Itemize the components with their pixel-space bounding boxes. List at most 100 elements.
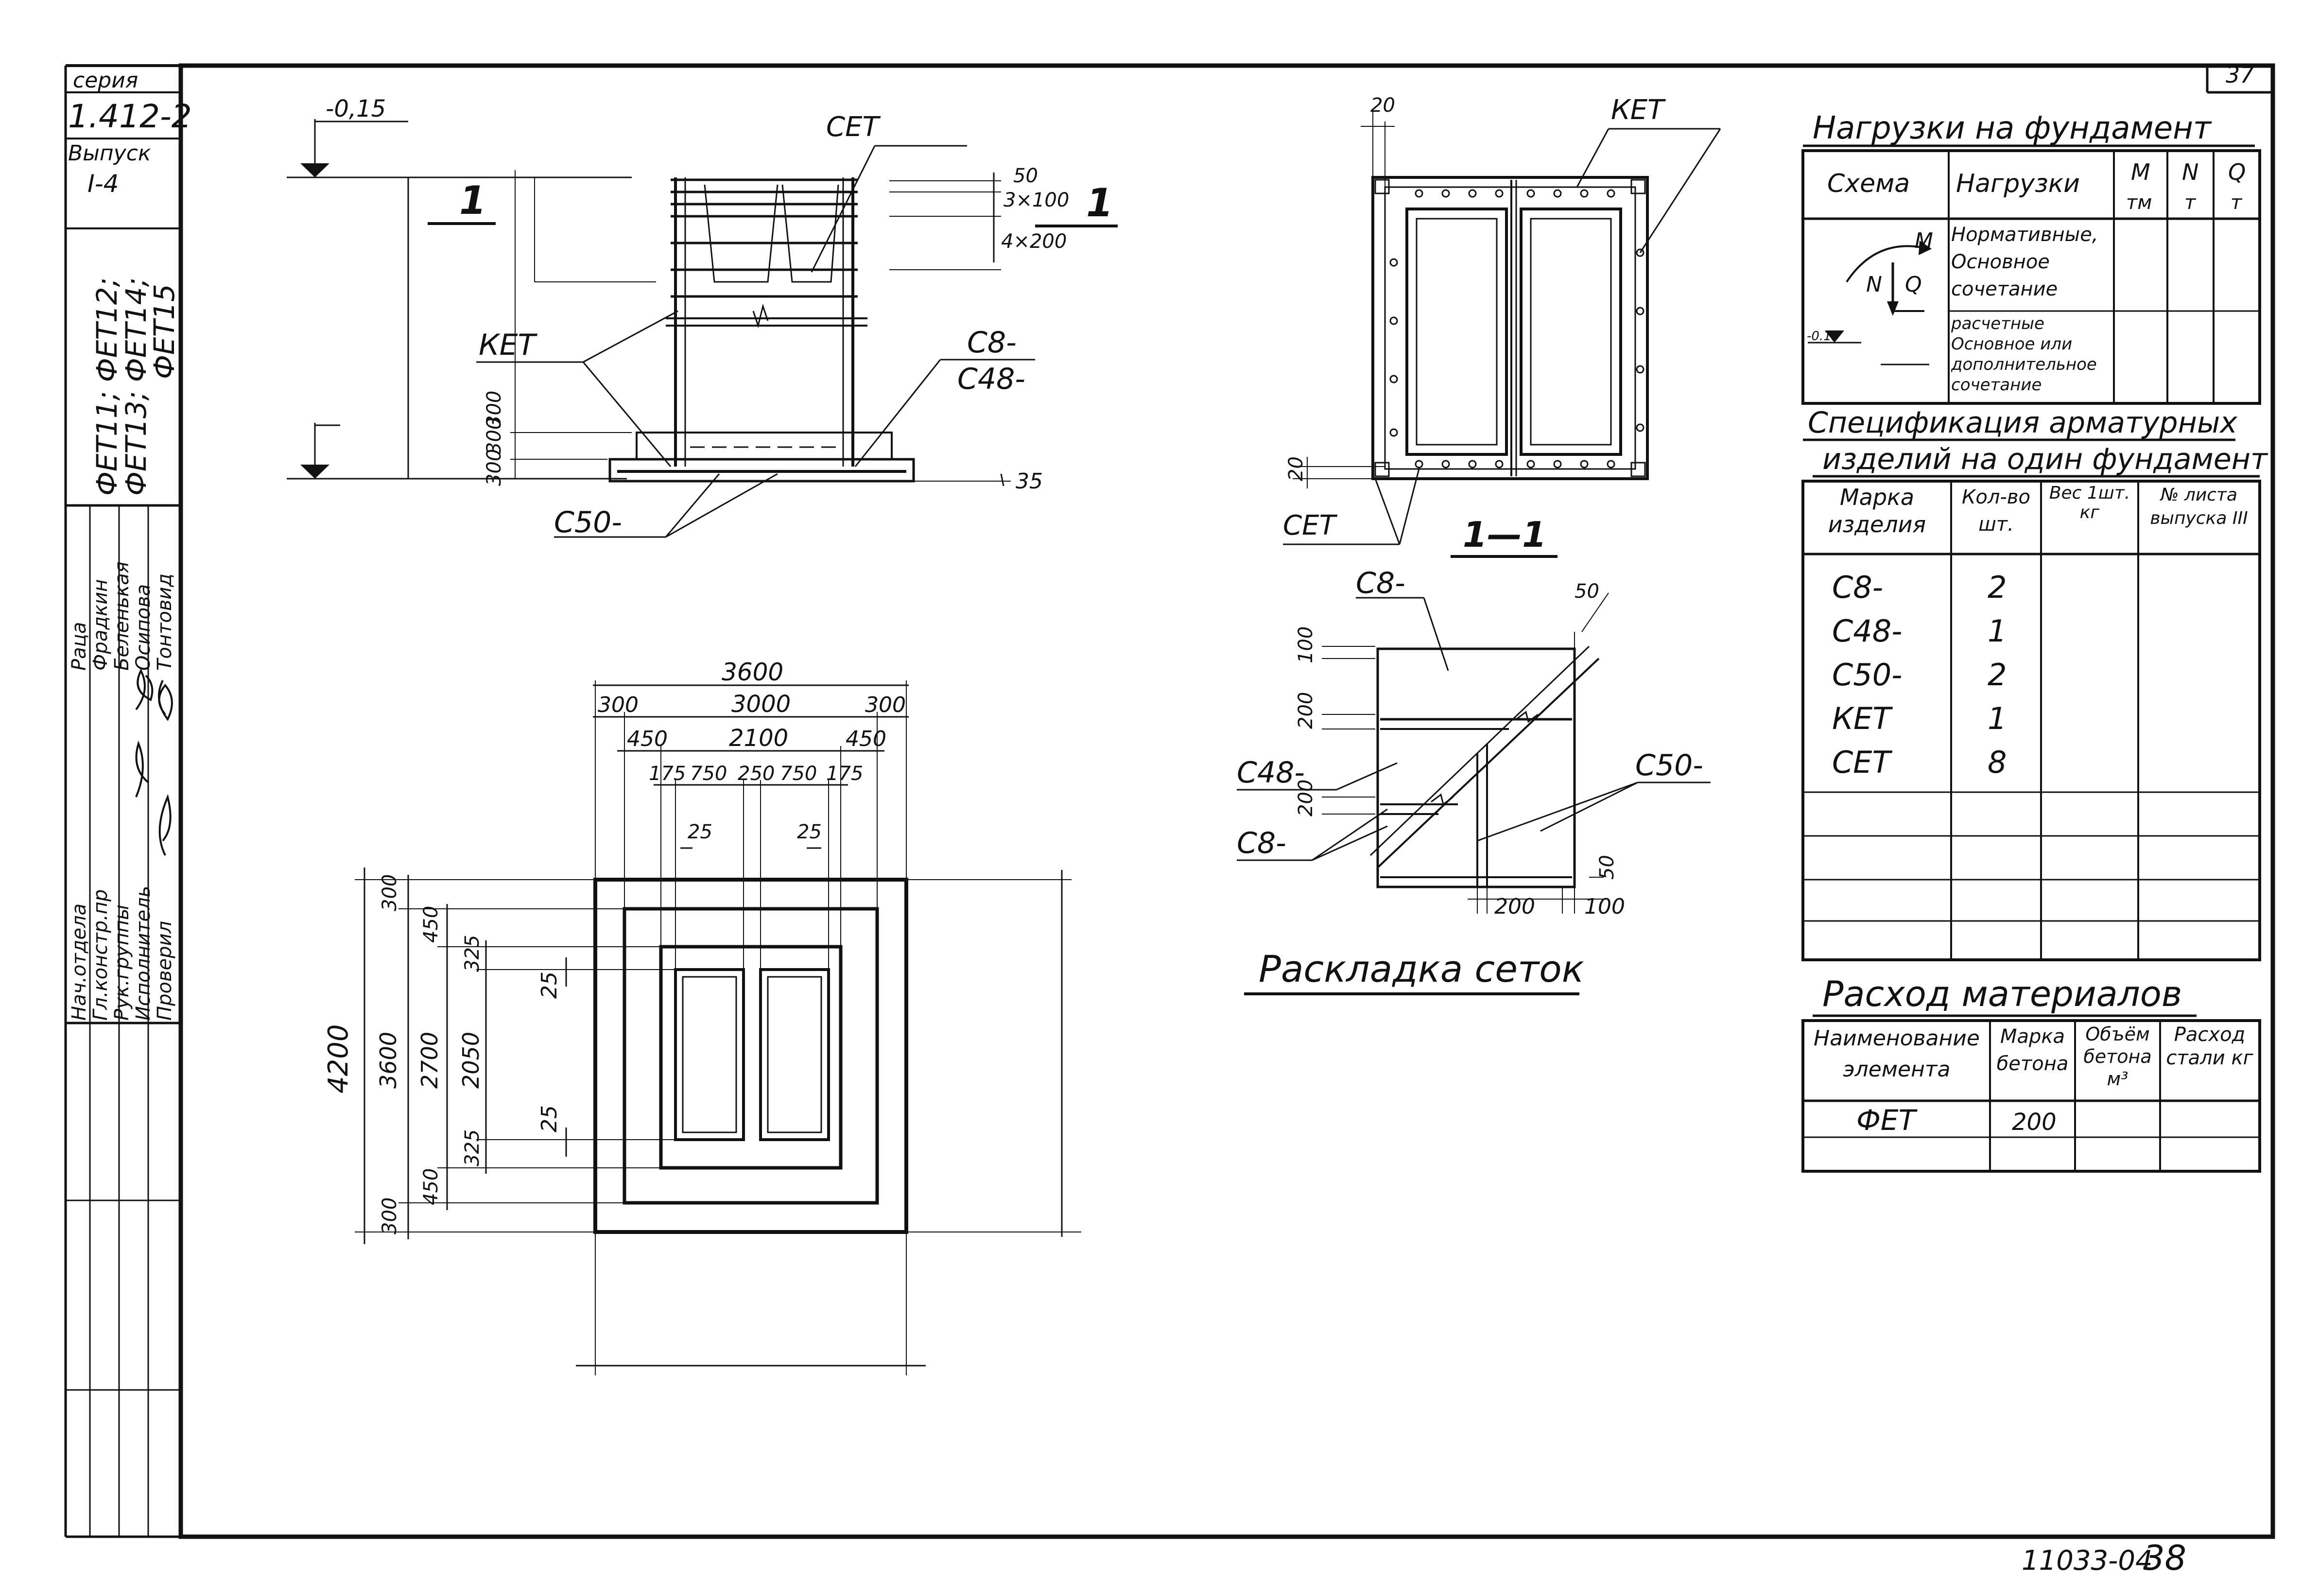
callout-c50: С50- [554, 505, 622, 539]
title-stamp: серия 1.412-2 Выпуск I-4 ФЕТ11; ФЕТ12; Ф… [64, 66, 192, 1538]
section-dim-20-left: 20 [1285, 456, 1307, 481]
spec-row-mark: С50- [1832, 657, 1903, 693]
materials-header-volume: Объём бетона м³ [2083, 1024, 2152, 1090]
page-number: 37 [2226, 62, 2254, 88]
dim-300-c: 300 [483, 391, 505, 428]
callout-c48: С48- [957, 362, 1025, 396]
materials-row-grade: 200 [2012, 1109, 2057, 1136]
plan-dim-25-bottom: 25 [537, 1105, 562, 1132]
spec-row-qty: 2 [1988, 657, 2007, 693]
section-callout-ket: КЕТ [1611, 94, 1666, 126]
spec-row-qty: 1 [1988, 613, 2007, 649]
mesh-dim-50-top: 50 [1575, 580, 1599, 603]
plan-dim-450-top: 450 [420, 906, 442, 943]
mesh-label-c48: С48- [1237, 756, 1305, 790]
plan-dim-750-r: 750 [780, 763, 817, 785]
section-dim-20-top: 20 [1370, 94, 1395, 117]
plan-dim-175-l: 175 [649, 763, 686, 785]
dim-4x200: 4×200 [1001, 230, 1067, 253]
loads-row-design: расчетные Основное или дополнительное со… [1951, 314, 2097, 395]
plan-dim-450-l: 450 [627, 727, 668, 751]
loads-header-m-unit: тм [2126, 191, 2152, 214]
role-3: Рук.группы [111, 904, 133, 1021]
spec-header-mark: Марка изделия [1828, 484, 1926, 538]
loads-header-q-unit: т [2231, 191, 2243, 214]
spec-row-mark: КЕТ [1832, 701, 1893, 736]
issue-label: Выпуск [68, 141, 151, 166]
section-callout-cet: СЕТ [1283, 510, 1337, 541]
spec-header-weight: Вес 1шт. кг [2049, 484, 2130, 522]
spec-table: Спецификация арматурных изделий на один … [1801, 406, 2268, 961]
materials-title: Расход материалов [1822, 973, 2182, 1014]
loads-row-normative: Нормативные, Основное сочетание [1951, 224, 2098, 300]
plan-dim-25-r: 25 [797, 821, 822, 843]
plan-dim-300-top: 300 [379, 874, 401, 911]
section-title: 1—1 [1463, 514, 1546, 555]
role-4: Исполнитель [132, 886, 155, 1021]
plan-dim-2700: 2700 [416, 1032, 443, 1089]
mesh-dim-100-left: 100 [1295, 626, 1317, 663]
loads-table: Нагрузки на фундамент Схема Нагрузки M т… [1801, 110, 2261, 405]
spec-title-2: изделий на один фундамент [1822, 442, 2268, 476]
loads-header-m: M [2131, 159, 2150, 185]
name-3: Беленькая [111, 561, 133, 671]
spec-row-mark: С48- [1832, 613, 1903, 649]
mesh-dim-50-right: 50 [1596, 855, 1618, 880]
mesh-title: Раскладка сеток [1259, 947, 1584, 990]
loads-title: Нагрузки на фундамент [1813, 110, 2212, 146]
dim-300-a: 300 [483, 417, 505, 454]
dim-300-b: 300 [483, 449, 505, 486]
materials-table: Расход материалов Наименование элемента … [1801, 973, 2261, 1173]
plan-dim-300-r: 300 [865, 693, 906, 717]
loads-header-q: Q [2228, 159, 2246, 185]
element-marks-line1: ФЕТ11; ФЕТ12; [90, 278, 123, 496]
materials-header-grade: Марка бетона [1996, 1025, 2069, 1075]
plan-dim-450-r: 450 [846, 727, 886, 751]
mesh-label-c8-bottom: С8- [1237, 826, 1286, 860]
role-2: Гл.констр.пр [89, 889, 112, 1021]
plan-dim-3000: 3000 [731, 691, 791, 718]
scheme-m: M [1915, 228, 1933, 253]
issue-number: I-4 [87, 170, 119, 198]
plan-dim-325-top: 325 [461, 935, 484, 972]
callout-ket: КЕТ [479, 328, 538, 362]
section-mark-left: 1 [459, 178, 486, 223]
loads-header-loads: Нагрузки [1956, 169, 2080, 198]
role-5: Проверил [154, 921, 176, 1021]
name-1: Раца [68, 622, 90, 671]
spec-row-qty: 2 [1988, 570, 2007, 605]
spec-header-qty: Кол-во шт. [1962, 486, 2030, 536]
callout-cet: СЕТ [826, 111, 881, 143]
name-2: Фрадкин [89, 579, 112, 671]
materials-header-steel: Расход стали кг [2166, 1024, 2253, 1069]
mesh-dim-200-left-b: 200 [1295, 780, 1317, 816]
document-page: 38 [2143, 1538, 2186, 1578]
elevation-view: -0,15 1 1 [287, 95, 1118, 539]
signatures [135, 668, 173, 856]
series-number: 1.412-2 [68, 98, 192, 135]
spec-title-1: Спецификация арматурных [1808, 406, 2237, 440]
name-4: Осипова [132, 584, 155, 671]
mesh-dim-200-left-a: 200 [1295, 692, 1317, 729]
loads-header-scheme: Схема [1827, 169, 1910, 198]
mesh-dim-100-bottom: 100 [1584, 894, 1625, 919]
plan-dim-25-l: 25 [688, 821, 712, 843]
dim-50: 50 [1013, 165, 1038, 187]
mesh-label-c8-top: С8- [1356, 566, 1405, 600]
spec-header-sheet: № листа выпуска III [2150, 485, 2248, 528]
plan-dim-25-top: 25 [537, 971, 562, 999]
spec-row-qty: 8 [1988, 745, 2007, 780]
plan-dim-3600-v: 3600 [375, 1032, 401, 1089]
document-code: 11033-04 [2022, 1545, 2153, 1577]
plan-dim-750-l: 750 [690, 763, 727, 785]
loads-header-n-unit: т [2184, 191, 2197, 214]
scheme-q: Q [1905, 272, 1922, 297]
plan-dim-2050: 2050 [458, 1032, 484, 1089]
plan-view: 3600 300 3000 300 450 2100 450 175 750 2… [323, 658, 1081, 1375]
mesh-label-c50: С50- [1635, 748, 1703, 782]
plan-dim-300-l: 300 [598, 693, 639, 717]
plan-dim-3600: 3600 [722, 658, 783, 686]
rebar-dots [1389, 189, 1644, 468]
element-marks-line2: ФЕТ13; ФЕТ14; [120, 278, 153, 496]
plan-dim-300-bottom: 300 [379, 1197, 401, 1234]
